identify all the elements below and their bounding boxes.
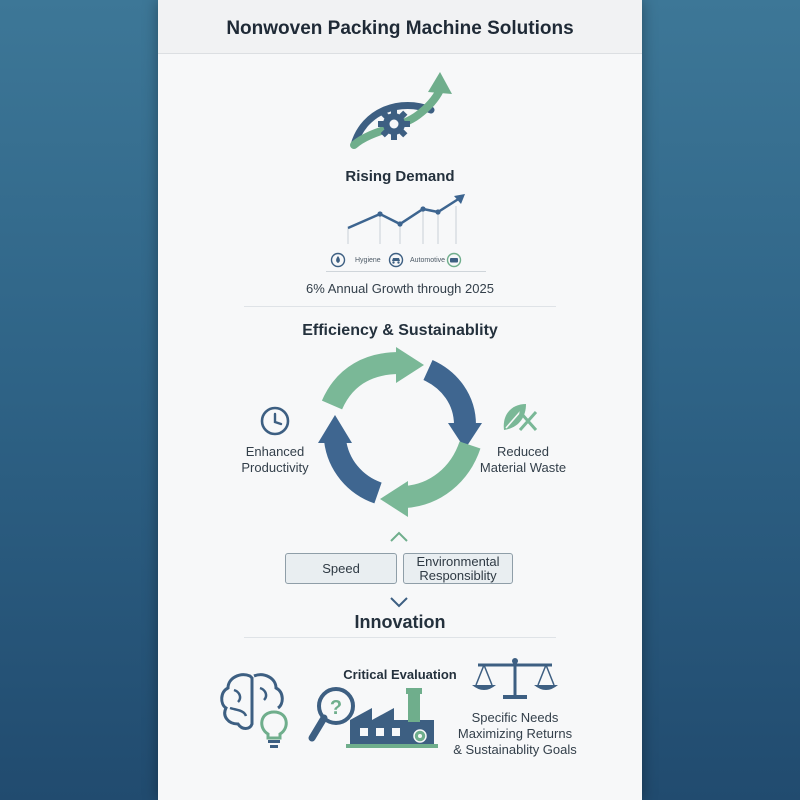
section-divider-1: [244, 306, 556, 307]
brain-lightbulb-icon: [220, 673, 288, 748]
innovation-heading: Innovation: [354, 612, 446, 632]
enhanced-label-line1: Enhanced: [245, 444, 305, 459]
speed-chip-label: Speed: [322, 560, 360, 576]
automotive-icon: [388, 252, 404, 268]
reduced-label-line1: Reduced: [496, 444, 550, 459]
clock-icon: [260, 406, 290, 436]
growth-note: 6% Annual Growth through 2025: [306, 281, 494, 296]
needs-line-1: Specific Needs: [471, 710, 559, 725]
svg-text:?: ?: [330, 697, 342, 719]
vehicle-icon: [446, 252, 462, 268]
balance-scale-icon: [472, 658, 558, 699]
magnifier-factory-icon: ?: [308, 687, 438, 748]
page-title: Nonwoven Packing Machine Solutions: [226, 18, 574, 39]
chart-baseline: [326, 271, 486, 272]
enhanced-label-line2: Productivity: [241, 460, 309, 475]
speed-chip: Speed: [285, 553, 397, 584]
cycle-arrows-icon: [318, 347, 482, 517]
sector-automotive: Automotive: [410, 257, 446, 264]
environmental-chip-label: Environmental Responsiblity: [416, 553, 500, 583]
chevron-down-icon: [390, 597, 408, 608]
needs-line-3: & Sustainablity Goals: [453, 742, 577, 757]
efficiency-heading: Efficiency & Sustainablity: [302, 322, 498, 339]
critical-evaluation-label: Critical Evaluation: [343, 667, 457, 682]
section-divider-2: [244, 637, 556, 638]
leaf-waste-icon: [503, 404, 538, 431]
growth-line-chart-icon: [347, 194, 465, 244]
reduced-label-line2: Material Waste: [479, 460, 567, 475]
infographic-card: Nonwoven Packing Machine Solutions Risin…: [158, 0, 642, 800]
rising-demand-heading: Rising Demand: [345, 168, 455, 185]
header-bar: Nonwoven Packing Machine Solutions: [158, 0, 642, 54]
hygiene-icon: [330, 252, 346, 268]
growth-eye-gear-icon: [350, 72, 452, 149]
sector-hygiene: Hygiene: [355, 257, 381, 264]
chevron-up-icon: [390, 531, 408, 542]
needs-line-2: Maximizing Returns: [457, 726, 573, 741]
environmental-chip: Environmental Responsiblity: [403, 553, 513, 584]
